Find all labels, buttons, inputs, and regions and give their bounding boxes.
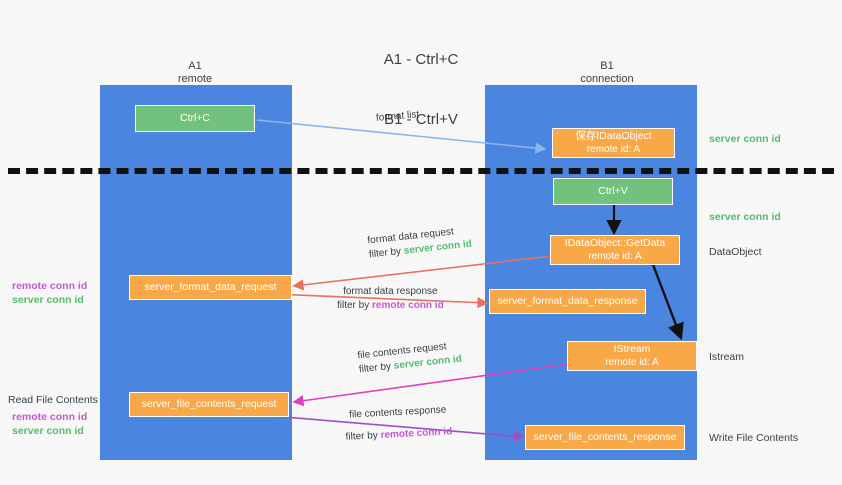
node-server-file-contents-response[interactable]: server_file_contents_response bbox=[525, 425, 685, 450]
lane-b1-name: B1 bbox=[600, 60, 614, 72]
edge-fmt-resp-line1: format data response bbox=[343, 286, 438, 297]
node-istream-line2: remote id: A bbox=[605, 357, 659, 368]
lane-header-b1: B1 connection bbox=[532, 60, 682, 86]
label-server-conn-id-1: server conn id bbox=[12, 294, 84, 306]
arrow-format-data-request bbox=[292, 255, 553, 291]
edge-fmt-resp-line2: filter by remote conn id bbox=[337, 299, 444, 313]
lane-b1-sub: connection bbox=[580, 73, 634, 85]
node-ctrl-c[interactable]: Ctrl+C bbox=[135, 105, 255, 132]
edge-file-resp-prefix: filter by bbox=[345, 429, 381, 443]
label-istream: Istream bbox=[709, 351, 745, 363]
label-server-conn-id-top: server conn id bbox=[709, 133, 781, 145]
edge-label-format-list-text: format list bbox=[375, 109, 420, 124]
node-istream-line1: IStream bbox=[613, 343, 651, 355]
edge-file-req-prefix: filter by bbox=[358, 360, 395, 376]
lane-header-a1: A1 remote bbox=[120, 60, 270, 86]
node-server-format-data-request[interactable]: server_format_data_request bbox=[129, 275, 292, 300]
label-server-conn-id-2: server conn id bbox=[12, 425, 84, 437]
node-server-file-contents-request[interactable]: server_file_contents_request bbox=[129, 392, 289, 417]
arrow-getdata-to-istream bbox=[650, 261, 684, 341]
label-group-conn-ids-2: remote conn id server conn id bbox=[12, 410, 87, 438]
edge-fmt-resp-key: remote conn id bbox=[372, 300, 444, 311]
node-getdata-line2: remote id: A bbox=[588, 251, 642, 262]
lane-a1-name: A1 bbox=[188, 60, 202, 72]
node-server-format-data-request-label: server_format_data_request bbox=[144, 281, 277, 293]
node-idataobject[interactable]: 保存IDataObject remote id: A bbox=[552, 128, 675, 158]
label-remote-conn-id-1: remote conn id bbox=[12, 280, 88, 292]
label-server-conn-id-mid: server conn id bbox=[709, 211, 781, 223]
arrow-file-contents-request bbox=[292, 363, 569, 407]
node-server-file-contents-response-label: server_file_contents_response bbox=[533, 431, 677, 443]
label-write-file-contents: Write File Contents bbox=[709, 432, 799, 444]
node-istream[interactable]: IStream remote id: A bbox=[567, 341, 697, 371]
node-server-format-data-response[interactable]: server_format_data_response bbox=[489, 289, 646, 314]
label-group-conn-ids-1: remote conn id server conn id bbox=[12, 279, 87, 307]
section-divider bbox=[8, 168, 834, 174]
node-ctrl-v[interactable]: Ctrl+V bbox=[553, 178, 673, 205]
title-line-1: A1 - Ctrl+C bbox=[383, 51, 459, 68]
edge-label-file-contents-response: file contents response filter by remote … bbox=[344, 403, 452, 445]
edge-label-format-data-response: format data response filter by remote co… bbox=[337, 285, 444, 313]
edge-fmt-req-prefix: filter by bbox=[368, 245, 405, 261]
node-getdata-line1: IDataObject::GetData bbox=[564, 237, 666, 249]
label-dataobject: DataObject bbox=[709, 246, 762, 258]
title-line-2: B1 - Ctrl+V bbox=[384, 111, 458, 128]
node-server-file-contents-request-label: server_file_contents_request bbox=[141, 398, 277, 410]
node-server-format-data-response-label: server_format_data_response bbox=[497, 295, 638, 307]
node-idataobject-line2: remote id: A bbox=[586, 144, 641, 155]
edge-file-resp-key: remote conn id bbox=[380, 426, 453, 441]
edge-fmt-resp-prefix: filter by bbox=[337, 300, 373, 311]
label-read-file-contents: Read File Contents bbox=[8, 394, 98, 406]
page-title: A1 - Ctrl+C B1 - Ctrl+V bbox=[0, 10, 842, 170]
arrow-format-list bbox=[256, 119, 547, 154]
node-ctrl-v-label: Ctrl+V bbox=[598, 185, 628, 197]
node-ctrl-c-label: Ctrl+C bbox=[179, 112, 211, 124]
lane-a1-sub: remote bbox=[177, 73, 213, 85]
node-idataobject-line1: 保存IDataObject bbox=[575, 130, 652, 142]
label-remote-conn-id-2: remote conn id bbox=[12, 411, 88, 423]
node-idataobject-getdata[interactable]: IDataObject::GetData remote id: A bbox=[550, 235, 680, 265]
